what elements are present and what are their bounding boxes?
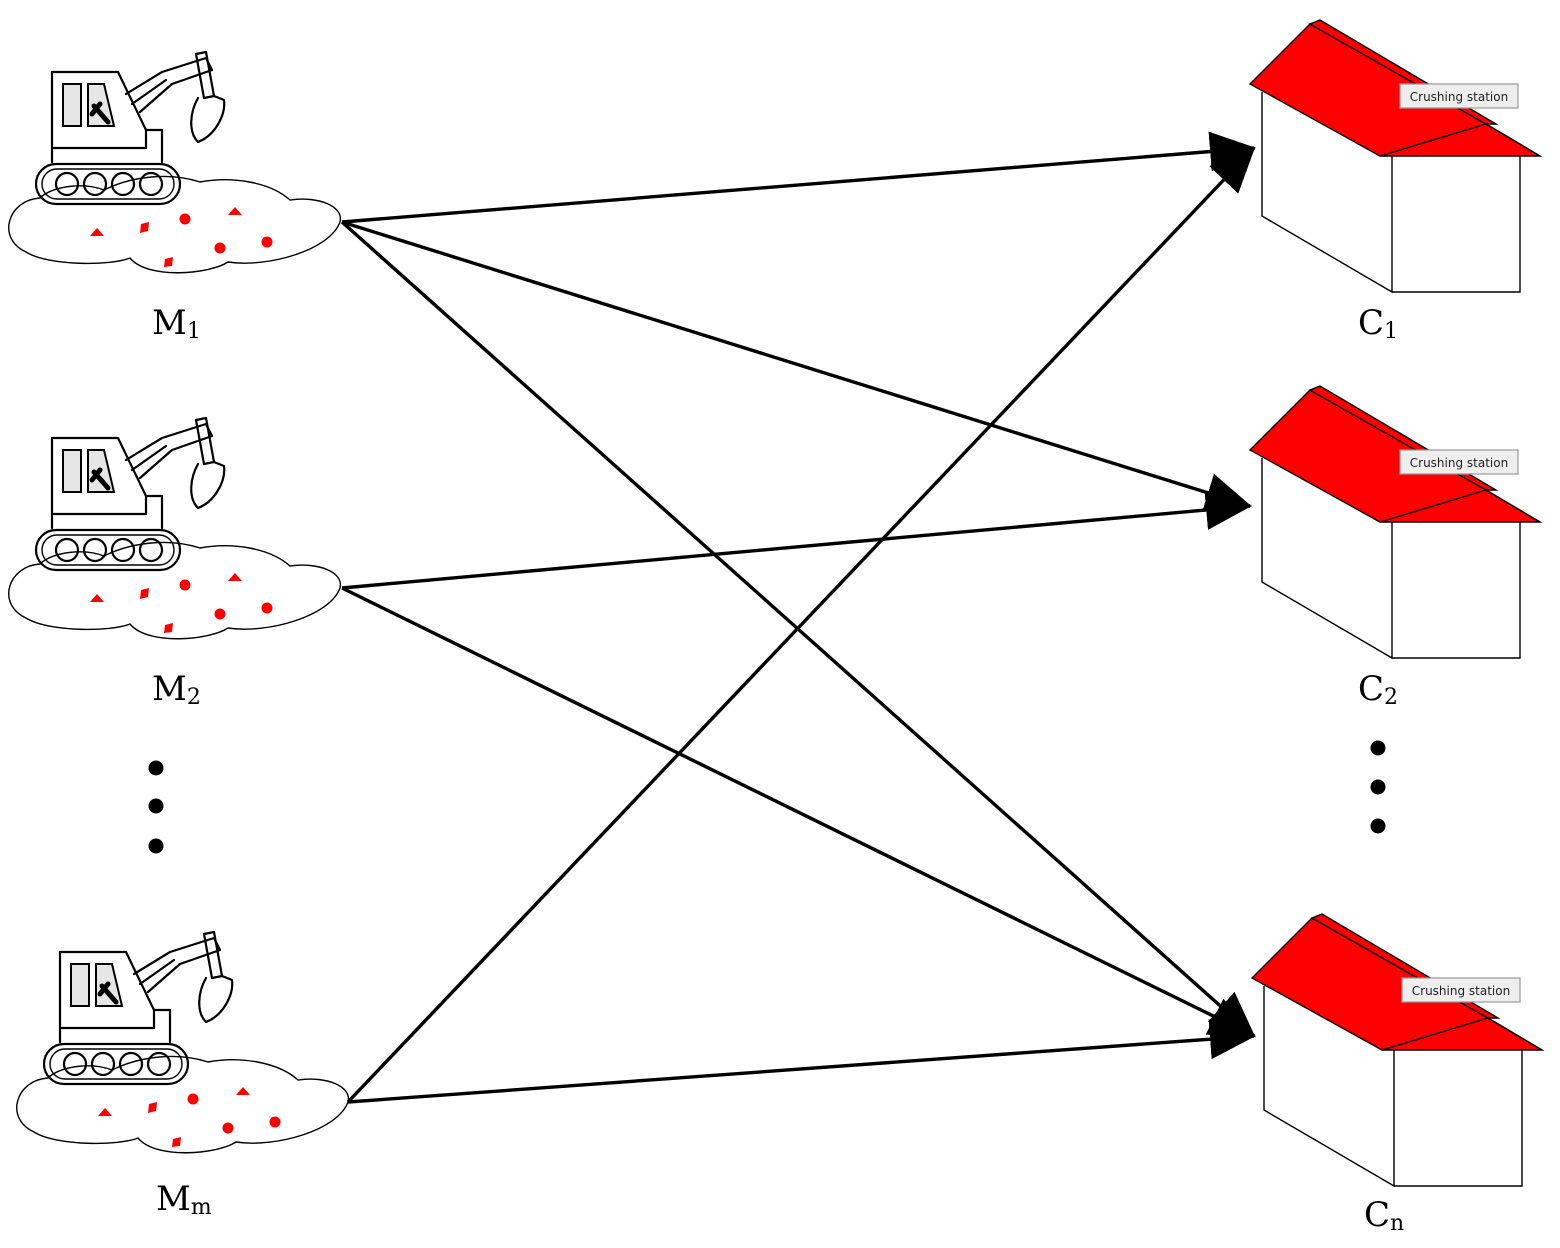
- mine-label-Mm: Mm: [156, 1179, 212, 1220]
- arrow-M2-to-C2: [341, 490, 1252, 590]
- arrow-Mm-to-C1: [346, 146, 1256, 1104]
- house-icon-C1: [1249, 19, 1541, 293]
- flow-lines: [340, 131, 1256, 1104]
- station-label-C2: C2: [1358, 669, 1398, 710]
- mine-icon-Mm: [17, 932, 349, 1153]
- mines-ellipsis: [148, 760, 164, 854]
- arrow-M2-to-Cn: [341, 586, 1256, 1038]
- station-C1: Crushing station: [1249, 19, 1541, 293]
- station-label-Cn: Cn: [1364, 1195, 1404, 1236]
- mine-label-M2: M2: [152, 669, 201, 710]
- stations-ellipsis: [1370, 740, 1386, 834]
- house-icon-Cn: [1251, 913, 1543, 1187]
- mine-icon-M1: [9, 52, 341, 273]
- arrow-M1-to-C2: [341, 220, 1252, 512]
- roof-label-C2: Crushing station: [1410, 456, 1508, 470]
- station-Cn: Crushing station: [1251, 913, 1543, 1187]
- station-C2: Crushing station: [1249, 385, 1541, 659]
- station-label-C1: C1: [1358, 303, 1398, 344]
- mine-label-M1: M1: [152, 303, 201, 344]
- roof-label-Cn: Crushing station: [1412, 984, 1510, 998]
- house-icon-C2: [1249, 385, 1541, 659]
- arrow-M1-to-C1: [341, 131, 1256, 224]
- arrow-Mm-to-Cn: [347, 1019, 1256, 1104]
- mine-icon-M2: [9, 418, 341, 639]
- roof-label-C1: Crushing station: [1410, 90, 1508, 104]
